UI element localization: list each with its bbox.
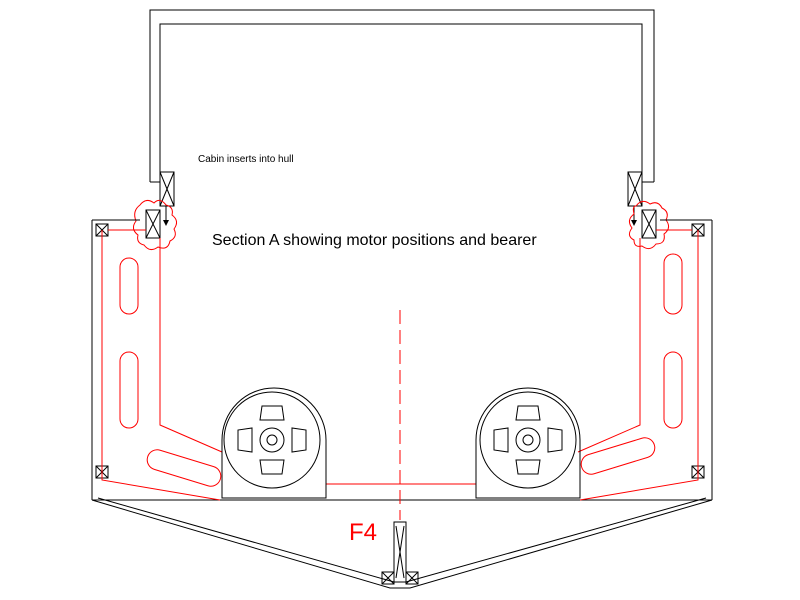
cabin-locator-left (145, 171, 175, 239)
lightening-slots-left (119, 257, 222, 487)
frame-label: F4 (349, 519, 377, 546)
motor-right (475, 387, 581, 499)
keel-bearer (381, 521, 419, 585)
revision-cloud-right (628, 200, 670, 250)
revision-cloud-left (132, 199, 178, 251)
frame-structure (101, 229, 699, 501)
arrow-down-icon (631, 220, 637, 226)
arrow-down-icon (163, 220, 169, 226)
section-title: Section A showing motor positions and be… (212, 232, 537, 249)
lightening-slots-right (580, 253, 683, 475)
motor-left (221, 387, 327, 499)
hull-outline (91, 219, 713, 589)
cabin-frame (149, 9, 655, 183)
cabin-note: Cabin inserts into hull (198, 154, 294, 165)
